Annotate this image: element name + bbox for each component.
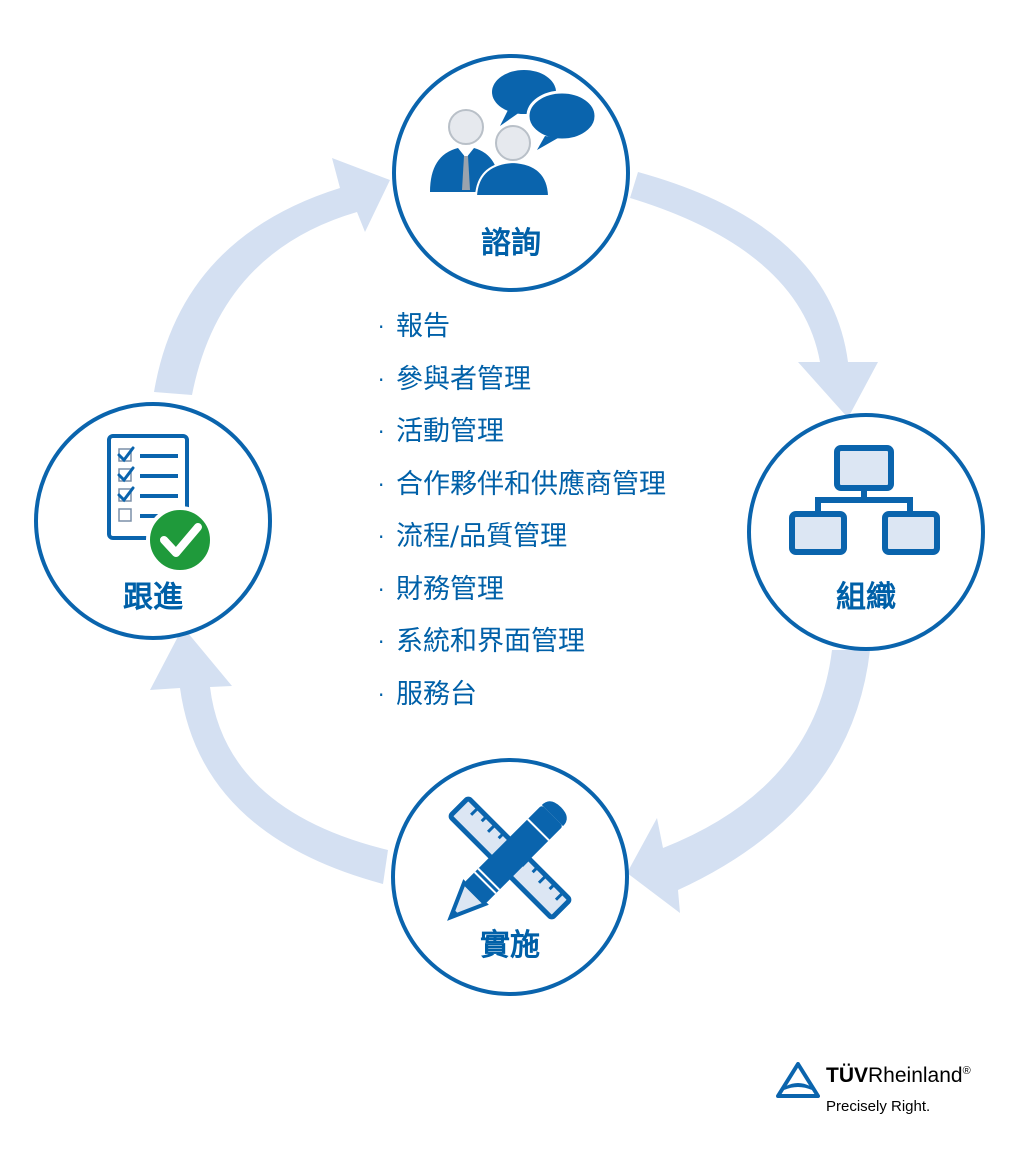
list-item-label: 報告 (396, 311, 450, 342)
bullet: · (378, 525, 385, 549)
list-item: · 服務台 (378, 673, 666, 726)
arrow-organize-to-implement (627, 650, 870, 913)
node-consult: 諮詢 (392, 54, 630, 292)
bullet: · (378, 630, 385, 654)
bullet: · (378, 472, 385, 497)
list-item: · 流程/品質管理 (378, 515, 666, 568)
triangle-logo-icon (776, 1062, 820, 1098)
arrow-implement-to-follow (150, 627, 388, 884)
list-item: · 合作夥伴和供應商管理 (378, 463, 666, 516)
node-organize: 組織 (747, 413, 985, 651)
list-item-label: 流程/品質管理 (396, 521, 568, 552)
bullet: · (378, 315, 385, 339)
list-item: · 財務管理 (378, 568, 666, 621)
org-chart-icon (789, 445, 940, 555)
tuv-rheinland-logo: TÜVRheinland® Precisely Right. (776, 1062, 1006, 1122)
people-speech-bubbles-icon (430, 70, 598, 197)
bullet: · (378, 682, 385, 707)
list-item-label: 合作夥伴和供應商管理 (396, 468, 666, 500)
node-consult-label: 諮詢 (481, 226, 541, 261)
bullet: · (378, 367, 385, 392)
logo-brand-bold: TÜV (826, 1064, 868, 1087)
logo-brand: TÜVRheinland® (826, 1064, 971, 1088)
node-implement-label: 實施 (480, 928, 540, 963)
services-list: · 報告 · 參與者管理 · 活動管理 · 合作夥伴和供應商管理 · 流程/品質管理 · 財… (378, 305, 666, 725)
list-item-label: 系統和界面管理 (396, 626, 585, 657)
bullet: · (378, 420, 385, 444)
pencil-ruler-icon (447, 796, 572, 921)
logo-tagline: Precisely Right. (826, 1098, 931, 1115)
list-item-label: 財務管理 (396, 573, 504, 605)
list-item: · 活動管理 (378, 410, 666, 463)
registered-mark: ® (962, 1065, 971, 1077)
list-item: · 系統和界面管理 (378, 620, 666, 673)
logo-brand-regular: Rheinland (868, 1064, 963, 1087)
node-organize-label: 組織 (836, 580, 896, 615)
arrow-follow-to-consult (154, 158, 390, 395)
node-follow-up-label: 跟進 (123, 580, 183, 615)
bullet: · (378, 577, 385, 602)
node-organize-circle (747, 413, 985, 651)
node-implement: 實施 (391, 758, 629, 996)
checklist-checkmark-icon (107, 434, 214, 574)
cycle-arrows (150, 158, 878, 913)
arrow-consult-to-organize (630, 172, 878, 418)
node-follow-up: 跟進 (34, 402, 272, 640)
list-item-label: 活動管理 (396, 416, 504, 447)
list-item: · 報告 (378, 305, 666, 358)
list-item-label: 服務台 (396, 678, 477, 710)
check-badge-icon (146, 506, 214, 574)
list-item-label: 參與者管理 (396, 363, 531, 395)
list-item: · 參與者管理 (378, 358, 666, 411)
